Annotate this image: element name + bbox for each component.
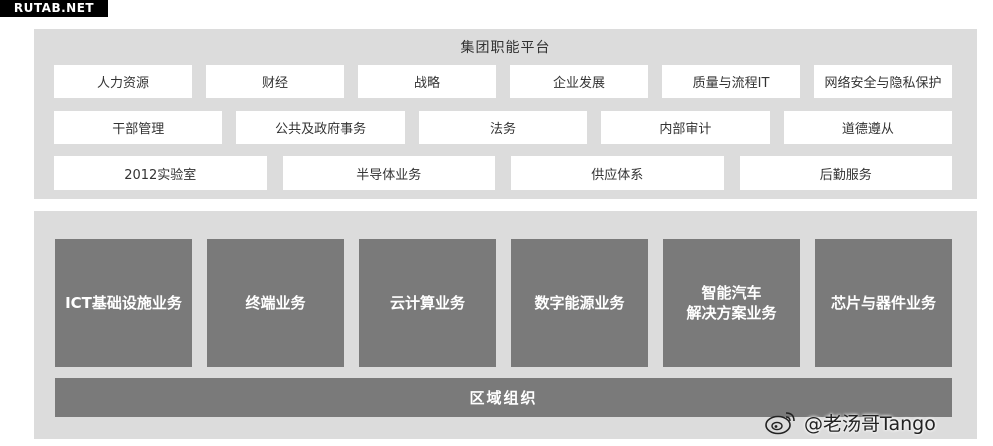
business-row: ICT基础设施业务 终端业务 云计算业务 数字能源业务 智能汽车 解决方案业务 … (55, 239, 952, 367)
watermark: @老汤哥Tango (764, 406, 988, 438)
weibo-logo-icon (765, 412, 795, 435)
function-box: 干部管理 (54, 111, 223, 144)
function-box: 法务 (418, 111, 588, 144)
business-box-cloud: 云计算业务 (359, 239, 496, 367)
business-box-ict: ICT基础设施业务 (55, 239, 192, 367)
business-box-chips: 芯片与器件业务 (815, 239, 952, 367)
business-label: 云计算业务 (389, 294, 465, 312)
site-badge: RUTAB.NET (0, 0, 108, 17)
function-box: 2012实验室 (54, 156, 267, 190)
function-box: 后勤服务 (739, 156, 952, 190)
function-box: 供应体系 (511, 156, 724, 190)
function-box: 战略 (358, 65, 496, 98)
watermark-text: @老汤哥Tango (804, 412, 936, 435)
panel-title: 集团职能平台 (460, 40, 551, 56)
function-row-1: 人力资源 财经 战略 企业发展 质量与流程IT 网络安全与隐私保护 (54, 65, 952, 98)
function-row-2: 干部管理 公共及政府事务 法务 内部审计 道德遵从 (54, 111, 953, 144)
business-label: ICT基础设施业务 (65, 294, 182, 312)
business-box-consumer: 终端业务 (207, 239, 344, 367)
function-box: 企业发展 (510, 65, 648, 98)
business-label: 芯片与器件业务 (830, 294, 936, 312)
function-box: 内部审计 (601, 111, 770, 144)
regional-organization-bar: 区域组织 (55, 378, 952, 417)
business-label-line-2: 解决方案业务 (686, 304, 777, 322)
business-label-line-1: 智能汽车 (701, 284, 762, 302)
business-box-intelligent-auto: 智能汽车 解决方案业务 (663, 239, 800, 367)
business-label: 数字能源业务 (534, 294, 625, 312)
business-label: 终端业务 (245, 294, 306, 312)
business-box-digital-power: 数字能源业务 (511, 239, 648, 367)
function-box: 网络安全与隐私保护 (814, 65, 952, 98)
business-groups-panel: ICT基础设施业务 终端业务 云计算业务 数字能源业务 智能汽车 解决方案业务 … (34, 211, 977, 439)
function-row-3: 2012实验室 半导体业务 供应体系 后勤服务 (54, 156, 952, 190)
function-box: 人力资源 (54, 65, 192, 98)
function-box: 质量与流程IT (662, 65, 800, 98)
function-box: 公共及政府事务 (236, 111, 405, 144)
function-box: 半导体业务 (282, 156, 495, 190)
group-functional-platform-panel: 集团职能平台 人力资源 财经 战略 企业发展 质量与流程IT 网络安全与隐私保护… (34, 29, 977, 199)
function-box: 财经 (206, 65, 344, 98)
function-box: 道德遵从 (783, 111, 953, 144)
